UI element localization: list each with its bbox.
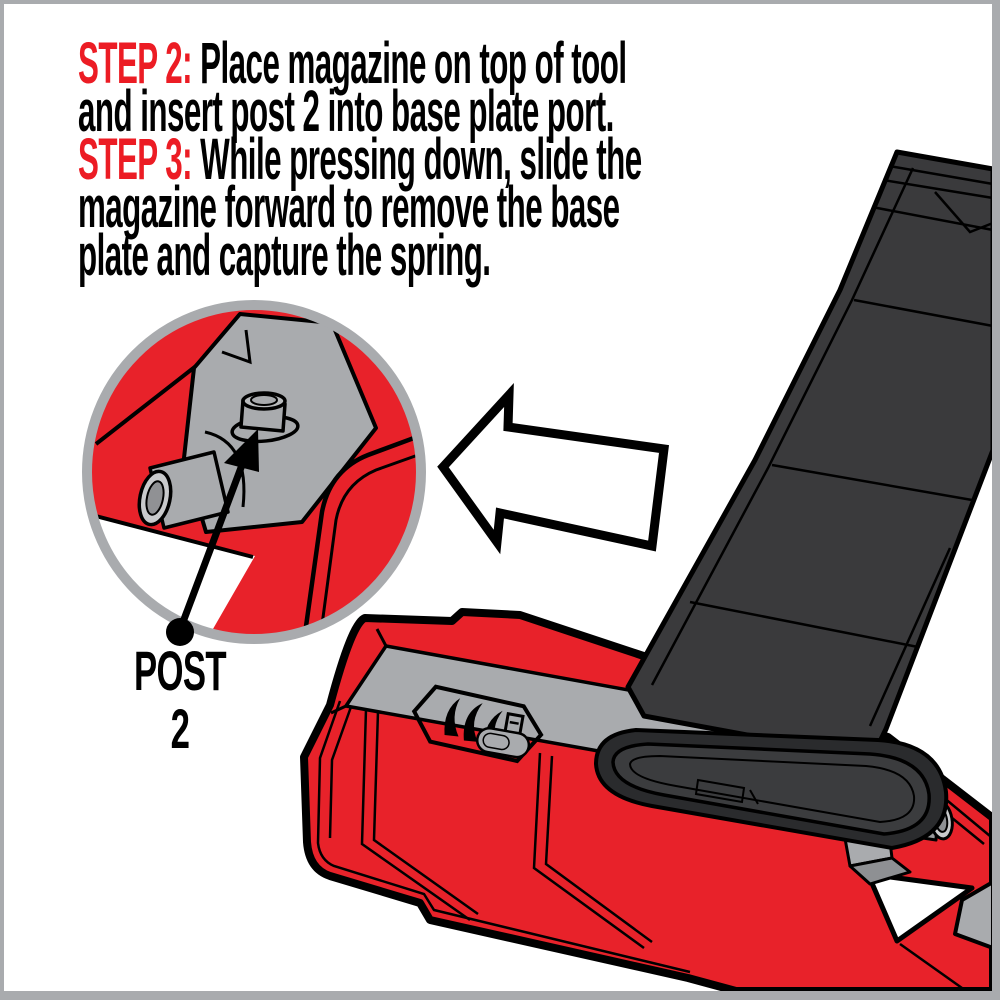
tool-facet-lines xyxy=(316,700,991,990)
post2-label: POST 2 xyxy=(133,639,227,760)
instruction-line: plate and capture the spring. xyxy=(78,227,642,285)
leader-line xyxy=(176,463,246,632)
instruction-line: STEP 2: Place magazine on top of tool xyxy=(78,35,642,93)
tool-notch xyxy=(865,871,975,944)
post2-pin xyxy=(230,391,300,444)
leader-dot xyxy=(166,618,194,646)
tool-slot xyxy=(475,726,531,759)
frame-border-right xyxy=(992,0,1000,1000)
detail-zoom-circle xyxy=(82,300,426,644)
instruction-line: and insert post 2 into base plate port. xyxy=(78,83,642,141)
magazine-baseplate xyxy=(611,742,931,836)
instruction-line: magazine forward to remove the base xyxy=(78,179,642,237)
frame-border-left xyxy=(0,0,4,1000)
tray-corner-edges xyxy=(330,628,388,715)
instruction-line: STEP 3: While pressing down, slide the xyxy=(78,131,642,189)
direction-arrow-icon xyxy=(437,383,670,555)
step3-text-cont2: plate and capture the spring. xyxy=(78,223,491,288)
step3-text-cont1: magazine forward to remove the base xyxy=(78,175,620,240)
zoom-ring xyxy=(82,300,426,644)
baseplate-latch xyxy=(694,778,759,805)
step2-text-cont: and insert post 2 into base plate port. xyxy=(78,79,614,144)
post2-leader xyxy=(166,429,259,646)
leader-arrowhead xyxy=(224,429,259,472)
step3-text: While pressing down, slide the xyxy=(192,127,642,192)
frame-border-top xyxy=(0,0,1000,4)
magazine-detail-lines xyxy=(650,164,994,727)
baseplate-recess xyxy=(594,728,949,850)
frame-border-bottom xyxy=(0,991,1000,1000)
step2-label: STEP 2: xyxy=(78,31,193,96)
instruction-text: STEP 2: Place magazine on top of tool an… xyxy=(78,35,1000,285)
step3-label: STEP 3: xyxy=(78,127,193,192)
step2-text: Place magazine on top of tool xyxy=(192,31,627,96)
